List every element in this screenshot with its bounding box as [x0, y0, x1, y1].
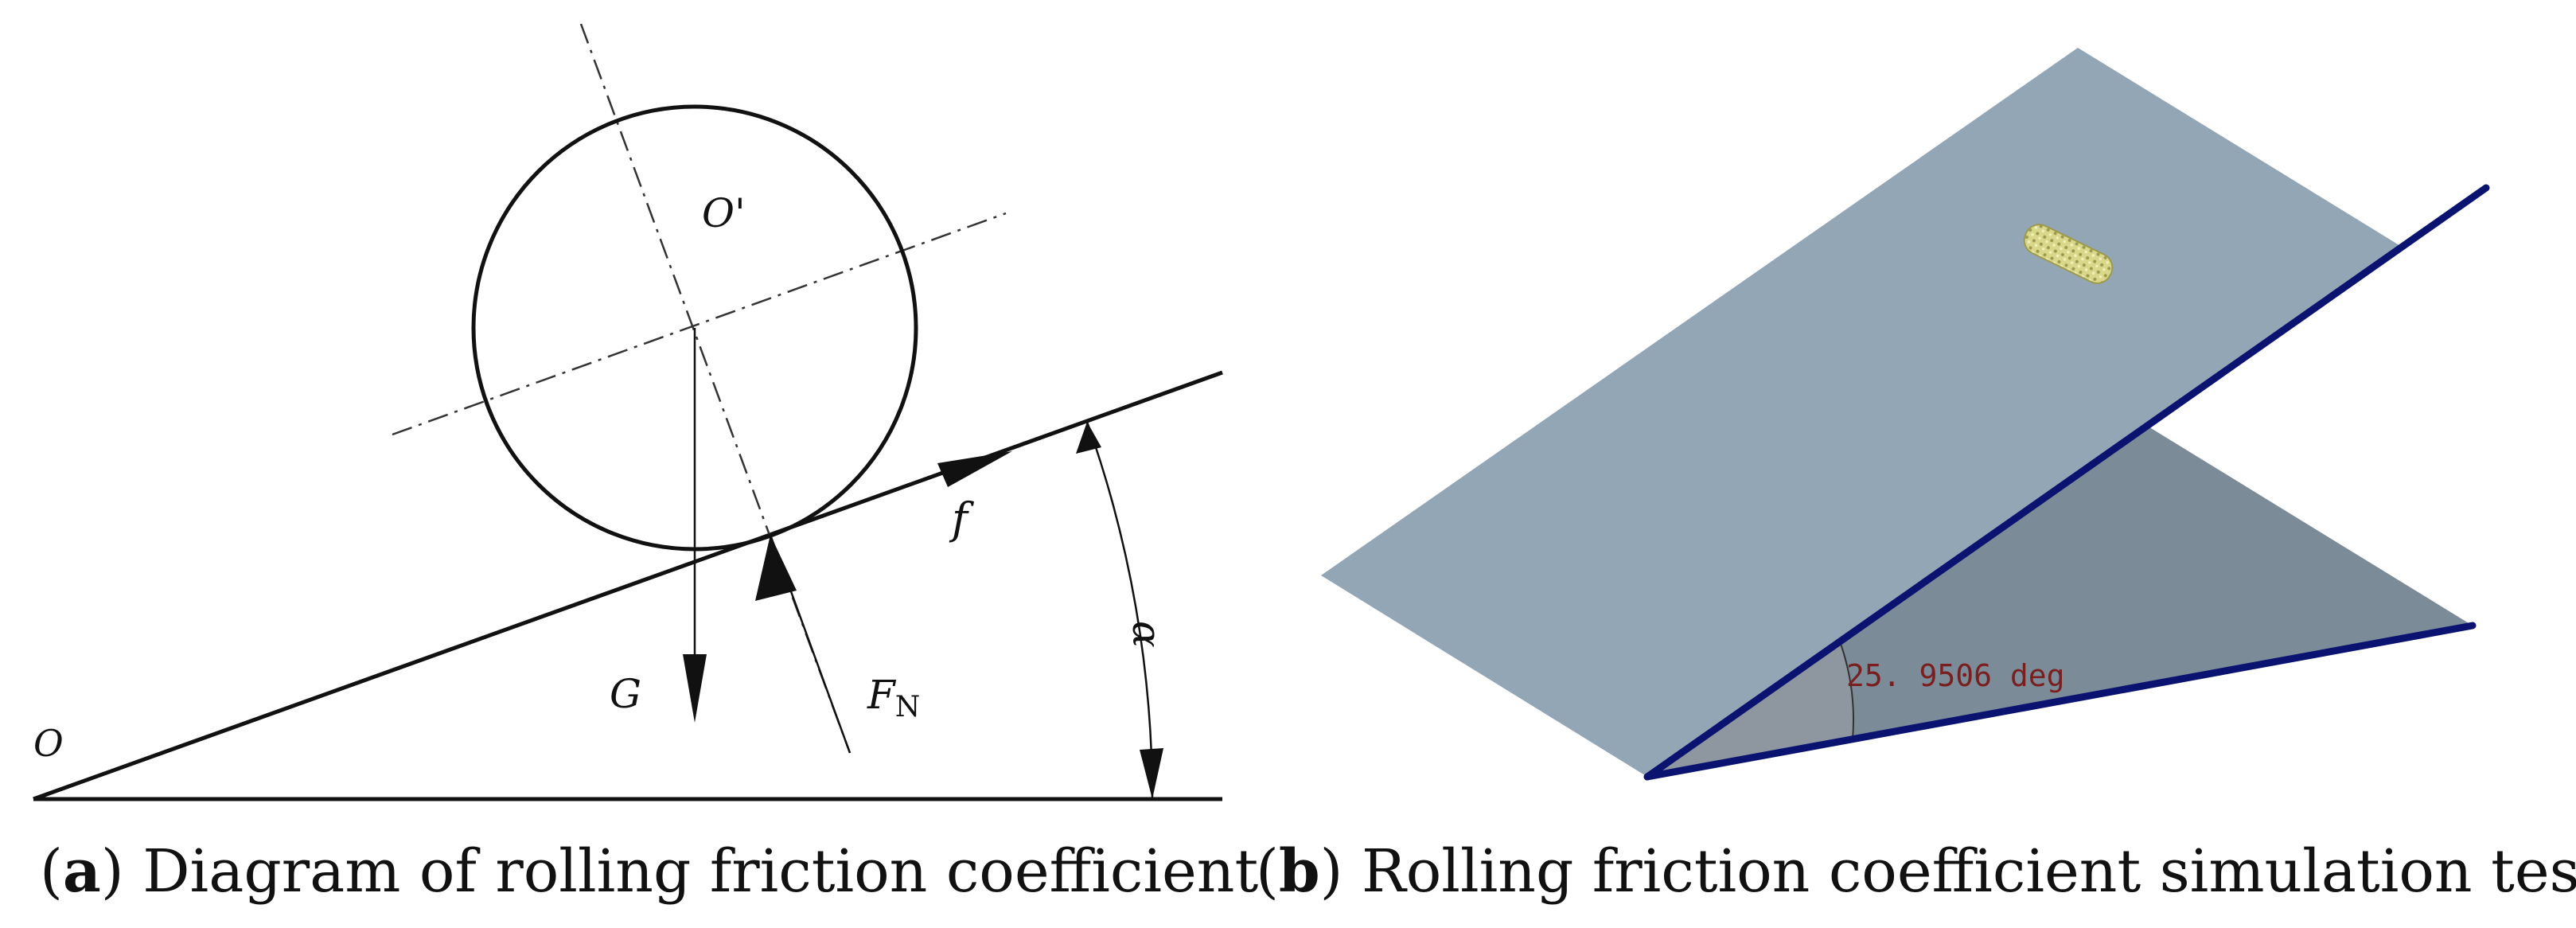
- label-angle: α: [1124, 621, 1170, 648]
- lower-plane: [1647, 426, 2473, 777]
- caption-a: (a) Diagram of rolling friction coeffici…: [40, 828, 1258, 915]
- label-gravity: G: [610, 671, 641, 717]
- label-normal-force: FN: [867, 672, 920, 723]
- gravity-arrowhead: [683, 654, 707, 723]
- caption-b-text: Rolling friction coefficient simulation …: [1343, 837, 2576, 906]
- angle-measurement: 25. 9506 deg: [1846, 658, 2065, 693]
- angle-arrowhead-top: [1076, 422, 1101, 454]
- inclined-plate: [1321, 48, 2402, 777]
- caption-b-letter: b: [1278, 837, 1320, 906]
- angle-arc: [1085, 421, 1154, 800]
- label-center: O': [702, 190, 746, 236]
- angle-arrowhead-bottom: [1140, 748, 1163, 799]
- caption-a-letter: a: [62, 837, 101, 906]
- panel-a-diagram: O O' G FN f α: [33, 23, 1223, 801]
- caption-b: (b) Rolling friction coefficient simulat…: [1256, 828, 2576, 915]
- incline-line: [33, 370, 1223, 801]
- caption-b-close: ): [1319, 837, 1343, 906]
- normal-force-arrowhead: [755, 535, 797, 601]
- label-normal-force-main: F: [867, 672, 897, 718]
- label-friction: f: [949, 493, 974, 544]
- label-normal-force-sub: N: [895, 691, 921, 723]
- caption-b-open: (: [1256, 837, 1279, 906]
- label-origin: O: [33, 722, 64, 765]
- particle-sample: [2023, 224, 2114, 284]
- friction-arrowhead: [937, 451, 1012, 487]
- base-edge: [1643, 622, 2477, 781]
- caption-a-open: (: [40, 837, 63, 906]
- caption-a-close: ): [100, 837, 124, 906]
- angle-sector-arc: [1839, 641, 1854, 740]
- hinge-edge: [1643, 184, 2490, 781]
- centerline-perpendicular: [579, 23, 852, 754]
- panel-b-simulation: 25. 9506 deg: [1321, 48, 2490, 781]
- caption-a-text: Diagram of rolling friction coefficient: [123, 837, 1259, 906]
